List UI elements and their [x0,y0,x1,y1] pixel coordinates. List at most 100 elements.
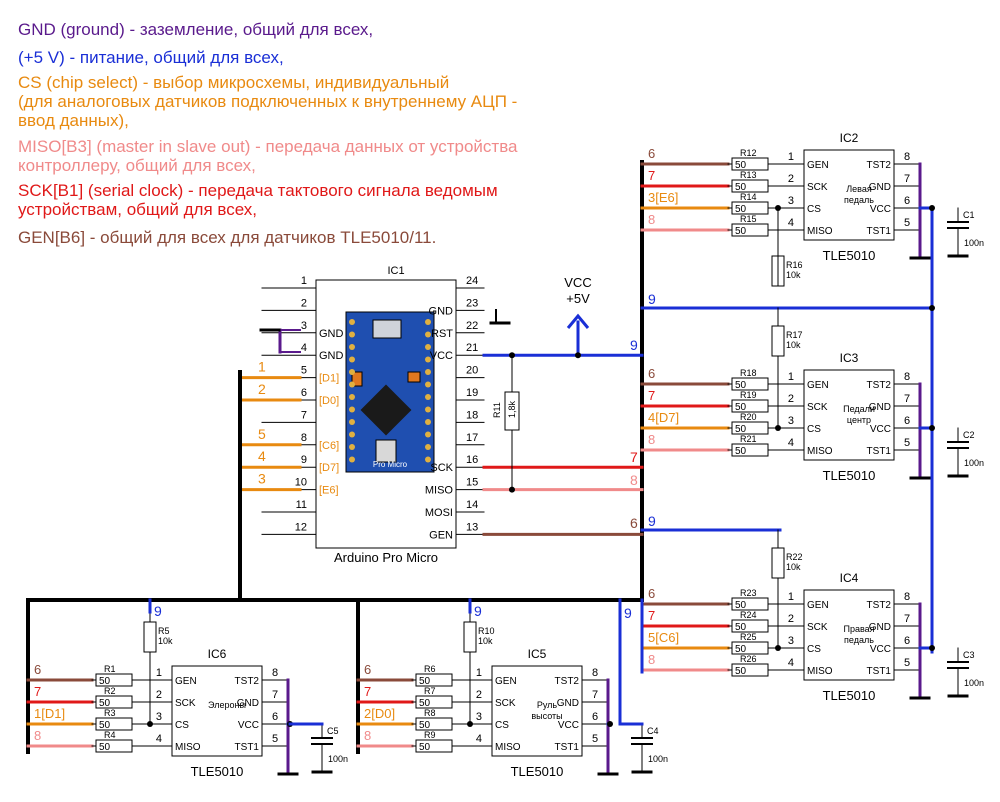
ic1-pin-label: [D7] [319,462,339,474]
resistor-ref: R14 [740,192,757,202]
sensor-pin-name: CS [807,204,821,215]
resistor-value: 50 [735,160,747,171]
sensor-wire-label: 1[D1] [34,706,65,721]
ic1-pin-number: 7 [301,409,307,421]
resistor-value: 50 [735,380,747,391]
board-pad [349,331,355,338]
sensor-pin-name: TST2 [555,676,580,687]
resistor-ref: R25 [740,632,757,642]
ic1-pin-label: [E6] [319,485,339,497]
sensor-pin-number: 4 [156,733,162,745]
legend-entry: SCK[B1] (serial clock) - передача тактов… [18,181,498,219]
sensor-pin-number: 4 [788,437,794,449]
pullup-value: 10k [786,340,801,350]
ic1-pin-number: 13 [466,521,478,533]
board-pad [349,406,355,413]
board-pad [425,431,431,438]
resistor-value: 50 [735,644,747,655]
sensor-pin-name: TST2 [235,676,260,687]
sensor-pin-name: VCC [558,720,579,731]
pullup-value: 10k [478,636,493,646]
board-pad [349,369,355,375]
cs-wire-number: 1 [258,359,266,375]
ic1-pin-number: 2 [301,297,307,309]
resistor-value: 50 [99,698,111,709]
sensor-wire-label: 7 [648,388,655,403]
resistor-ref: R21 [740,434,757,444]
board-pad [425,331,431,338]
sensor-pin-name: SCK [495,698,516,709]
led [351,371,363,387]
resistor-ref: R1 [104,664,116,674]
ic1-pin-number: 5 [301,365,307,377]
sensor-pin-number: 8 [904,591,910,603]
crystal [375,439,397,463]
resistor-value: 50 [735,666,747,677]
junction-dot [775,645,781,651]
sensor-pin-number: 4 [788,657,794,669]
sensor-pin-number: 6 [904,635,910,647]
ic1-pin-label: GND [319,328,344,340]
pullup-resistor [463,621,477,653]
sensor-desc: высоты [531,711,562,721]
sensor-pin-name: VCC [238,720,259,731]
resistor-value: 50 [99,676,111,687]
sensor-wire-label: 7 [34,684,41,699]
junction-dot [929,205,935,211]
sensor-pin-name: SCK [807,182,828,193]
sensor-wire-label: 2[D0] [364,706,395,721]
board-pad [425,344,431,350]
sensor-wire-label: 8 [364,728,371,743]
sensor-pin-number: 1 [788,371,794,383]
sensor-pin-name: SCK [807,622,828,633]
board-pad [349,456,355,463]
resistor-value: 50 [735,622,747,633]
ic1-pin-label: GND [319,350,344,362]
sensor-pin-number: 5 [904,217,910,229]
sensor-pin-number: 6 [904,195,910,207]
sensor-pin-name: CS [175,720,189,731]
ic1-pin-label: GEN [429,529,453,541]
sensor-pin-name: CS [807,644,821,655]
ic1-pin-number: 4 [301,342,307,354]
resistor-ref: R19 [740,390,757,400]
board-pad [349,356,355,363]
junction-dot [147,721,153,727]
sensor-pin-number: 5 [904,657,910,669]
resistor-value: 50 [419,676,431,687]
junction-dot [929,645,935,651]
sensor-pin-name: TST1 [867,446,892,457]
sensor-pin-number: 8 [592,667,598,679]
pullup-ref: R5 [158,626,170,636]
resistor-value: 50 [99,742,111,753]
ic1-pin-number: 16 [466,454,478,466]
junction-dot [575,352,581,359]
ic1-pin-label: SCK [430,462,453,474]
sensor-pin-name: MISO [807,666,833,677]
sensor-pin-number: 4 [788,217,794,229]
resistor-ref: R12 [740,148,757,158]
sensor-desc: центр [847,415,871,425]
sensor-wire-label: 6 [364,662,371,677]
ic1-pin-number: 22 [466,320,478,332]
ic1-pin-number: 18 [466,409,478,421]
board-pad [425,394,431,400]
ic1-pin-number: 12 [295,521,307,533]
capacitor-value: 100n [964,238,984,248]
legend-entry: GEN[B6] - общий для всех для датчиков TL… [18,228,437,247]
wire-number: 9 [154,603,162,619]
sensor-wire-label: 6 [648,586,655,601]
sensor-wire-label: 7 [648,168,655,183]
ic1-pin-number: 21 [466,342,478,354]
sensor-pin-name: CS [495,720,509,731]
sensor-pin-number: 3 [156,711,162,723]
junction-dot [509,486,515,493]
sensor-pin-name: TST2 [867,380,892,391]
resistor-value: 50 [735,226,747,237]
legend-entry: CS (chip select) - выбор микросхемы, инд… [18,73,518,130]
sensor-part: TLE5010 [191,764,244,779]
sensor-pin-name: VCC [870,644,891,655]
sensor-wire-label: 8 [648,212,655,227]
sensor-wire-label: 8 [648,652,655,667]
sensor-pin-number: 3 [788,415,794,427]
